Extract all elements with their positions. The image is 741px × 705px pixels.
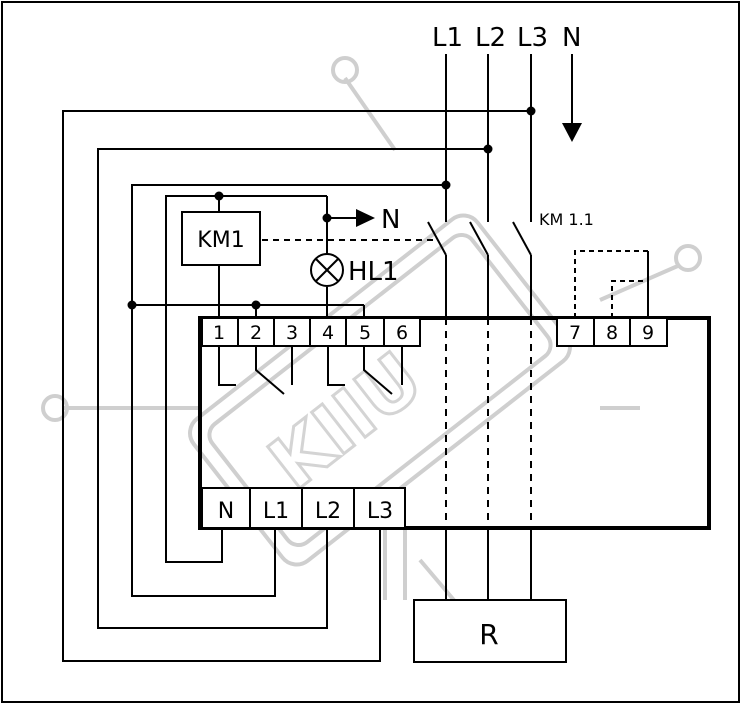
terminal-6: 6 bbox=[396, 322, 408, 344]
lamp-neutral-label: N bbox=[381, 205, 400, 235]
lamp-icon bbox=[310, 253, 344, 287]
load-label: R bbox=[479, 618, 498, 651]
bottom-terminal-l1: L1 bbox=[263, 499, 289, 524]
junction-dots bbox=[127, 106, 536, 310]
internal-relay-contacts bbox=[218, 346, 403, 395]
neutral-arrow bbox=[562, 54, 582, 142]
bottom-terminal-n: N bbox=[218, 499, 234, 524]
internal-dashed-lines bbox=[445, 318, 532, 528]
relay-body bbox=[198, 316, 711, 530]
terminal-8: 8 bbox=[606, 322, 618, 344]
terminal-5: 5 bbox=[359, 322, 371, 344]
watermark: KIIU bbox=[41, 56, 702, 649]
supply-label-l1: L1 bbox=[432, 23, 463, 53]
terminal-3: 3 bbox=[286, 322, 298, 344]
contactor-coil-label: KM1 bbox=[197, 228, 244, 253]
load-box bbox=[413, 599, 567, 663]
contactor-contacts bbox=[427, 221, 532, 318]
supply-label-l2: L2 bbox=[475, 23, 506, 53]
supply-label-l3: L3 bbox=[517, 23, 548, 53]
bottom-terminal-block bbox=[201, 487, 406, 529]
control-wiring bbox=[132, 195, 365, 318]
supply-label-n: N bbox=[562, 23, 581, 53]
bottom-terminal-l2: L2 bbox=[315, 499, 341, 524]
load-feed-lines bbox=[445, 528, 532, 600]
aux-dashed-wiring bbox=[574, 250, 649, 318]
terminal-9: 9 bbox=[642, 322, 654, 344]
supply-lines bbox=[445, 54, 532, 222]
lamp-neutral-arrow bbox=[356, 209, 375, 227]
contactor-contact-label: KM 1.1 bbox=[539, 210, 594, 229]
terminal-1: 1 bbox=[213, 322, 225, 344]
contactor-coil-box bbox=[181, 211, 261, 266]
top-terminal-block bbox=[201, 317, 421, 347]
terminal-4: 4 bbox=[322, 322, 334, 344]
supply-loops bbox=[62, 110, 531, 662]
terminal-2: 2 bbox=[250, 322, 262, 344]
bottom-terminal-l3: L3 bbox=[367, 499, 393, 524]
lamp-label: HL1 bbox=[348, 257, 399, 287]
terminal-7: 7 bbox=[569, 322, 581, 344]
